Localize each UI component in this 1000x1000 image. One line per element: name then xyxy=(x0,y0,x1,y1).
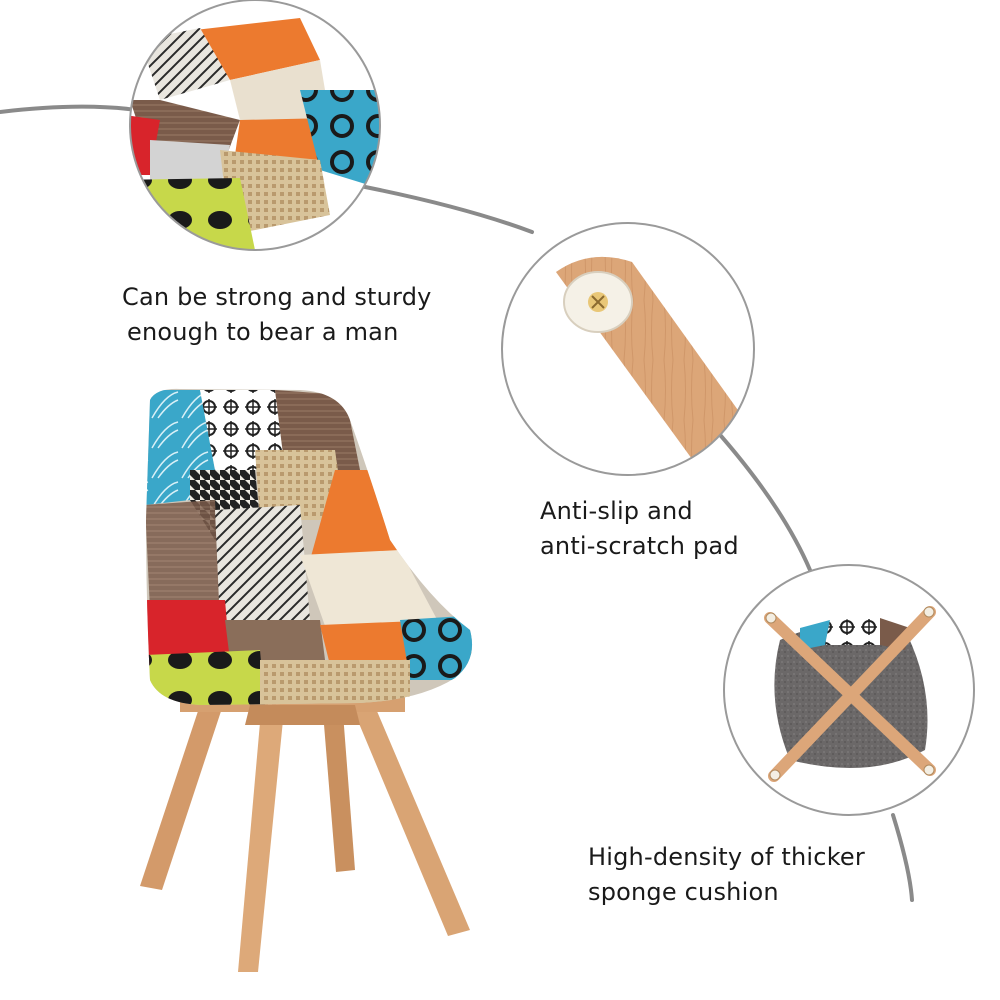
caption-line: enough to bear a man xyxy=(127,318,399,346)
feature-caption-cushion: High-density of thicker sponge cushion xyxy=(588,840,865,910)
caption-line: Can be strong and sturdy xyxy=(122,283,432,311)
chair-legs xyxy=(140,688,470,972)
feature-caption-pad: Anti-slip and anti-scratch pad xyxy=(540,494,739,564)
caption-line: Anti-slip and xyxy=(540,497,693,525)
caption-line: High-density of thicker xyxy=(588,843,865,871)
feature-caption-strength: Can be strong and sturdy enough to bear … xyxy=(122,280,432,350)
caption-line: sponge cushion xyxy=(588,878,779,906)
caption-line: anti-scratch pad xyxy=(540,532,739,560)
chair-image xyxy=(140,388,473,972)
connector-line xyxy=(0,104,914,902)
fabric-closeup-image xyxy=(129,0,381,251)
leg-pad-closeup-image xyxy=(501,222,755,476)
cushion-underside-image xyxy=(723,564,975,816)
